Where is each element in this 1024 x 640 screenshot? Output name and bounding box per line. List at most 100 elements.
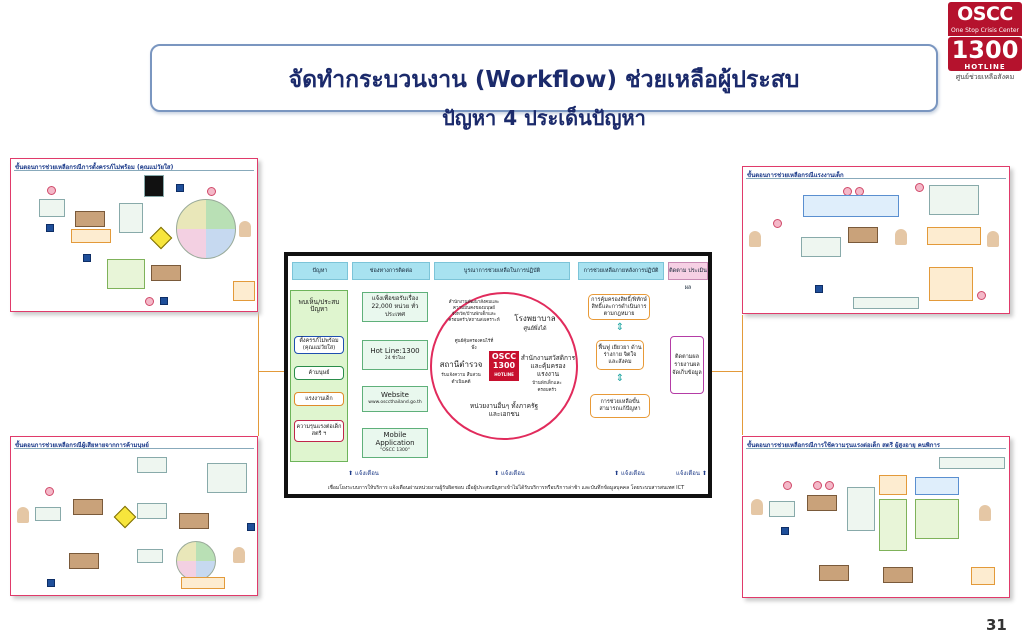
follow-up-box: ติดตามผล รายงานผล จัดเก็บข้อมูล — [670, 336, 704, 394]
connector-right — [712, 371, 742, 372]
thumb-box — [137, 457, 167, 473]
feedback-arrow: ⬆ แจ้งเตือน — [494, 470, 525, 477]
logo-oscc-text: OSCC — [957, 3, 1013, 25]
header-follow-up: ติดตาม ประเมินผล — [668, 262, 708, 291]
thumb-box — [144, 175, 164, 197]
circle-social-dev-office: สำนักงานพัฒนาสังคมและความมั่นคงของมนุษย์… — [448, 300, 500, 323]
integrated-workflow-diagram: ปัญหา ช่องทางการติดต่อ บูรณาการช่วยเหลือ… — [284, 252, 712, 498]
channel-report-offices: แจ้งเพื่อขอรับเรื่อง 22,000 หน่วย ทั่วปร… — [362, 292, 428, 322]
logo-hotline: HOTLINE — [964, 63, 1006, 71]
thumb-building-icon — [75, 211, 105, 227]
connector-right-vertical — [742, 315, 743, 435]
thumb-step-marker — [825, 481, 834, 490]
thumb-info-icon — [160, 297, 168, 305]
thumb-box — [39, 199, 65, 217]
channel-label: Mobile Application — [375, 431, 415, 447]
connector-left-vertical — [258, 312, 259, 436]
thumb-step-marker — [207, 187, 216, 196]
workflow-thumbnail-domestic-violence[interactable]: ขั้นตอนการช่วยเหลือกรณีการใช้ความรุนแรงต… — [742, 436, 1010, 598]
chevron-down-icon: ⇕ — [615, 373, 625, 384]
circle-hospital-center: ศูนย์พึ่งได้ — [523, 326, 547, 332]
thumb-info-icon — [83, 254, 91, 262]
workflow-thumbnail-child-labour[interactable]: ขั้นตอนการช่วยเหลือกรณีแรงงานเด็ก — [742, 166, 1010, 314]
thumb-building-icon — [69, 553, 99, 569]
thumb-box — [927, 227, 981, 245]
slide-title-line1: จัดทำกระบวนงาน (Workflow) ช่วยเหลือผู้ปร… — [288, 67, 800, 93]
thumb-cycle-chart — [176, 199, 236, 259]
follow-store-data: จัดเก็บข้อมูล — [672, 370, 702, 376]
thumb-info-icon — [47, 579, 55, 587]
thumb-person-icon — [233, 547, 245, 563]
thumb-box — [879, 475, 907, 495]
circle-shelter: ศูนย์คุ้มครองคนไร้ที่พึ่ง — [454, 339, 494, 351]
thumbnail-title: ขั้นตอนการช่วยเหลือกรณีแรงงานเด็ก — [747, 172, 844, 179]
workflow-thumbnail-human-trafficking[interactable]: ขั้นตอนการช่วยเหลือกรณีผู้เสียหายจากการค… — [10, 436, 258, 596]
thumb-decision-icon — [149, 226, 173, 250]
thumb-box — [71, 229, 111, 243]
problem-violence: ความรุนแรงต่อเด็กสตรี ฯ — [294, 420, 344, 442]
thumb-box — [853, 297, 919, 309]
thumb-step-marker — [915, 183, 924, 192]
thumbnail-title: ขั้นตอนการช่วยเหลือกรณีการใช้ความรุนแรงต… — [747, 442, 940, 449]
channel-website: Website www.osccthailand.go.th — [362, 386, 428, 412]
thumb-info-icon — [176, 184, 184, 192]
thumbnail-title: ขั้นตอนการช่วยเหลือกรณีผู้เสียหายจากการค… — [15, 442, 149, 449]
circle-family-shelter: บ้านพักเด็กและครอบครัว — [532, 381, 562, 393]
problem-child-labour: แรงงานเด็ก — [294, 392, 344, 406]
feedback-arrow: ⬆ แจ้งเตือน — [348, 470, 379, 477]
logo-number: 1300 — [951, 36, 1019, 64]
circle-police: สถานีตำรวจ — [439, 360, 483, 369]
thumb-box — [971, 567, 995, 585]
thumb-person-icon — [17, 507, 29, 523]
thumb-building-icon — [179, 513, 209, 529]
header-after-care: การช่วยเหลือภายหลังการปฏิบัติ — [578, 262, 664, 280]
thumb-person-icon — [749, 231, 761, 247]
logo-caption: ศูนย์ช่วยเหลือสังคม — [955, 73, 1015, 81]
thumb-step-marker — [145, 297, 154, 306]
thumb-box — [137, 503, 167, 519]
thumb-step-marker — [45, 487, 54, 496]
thumbnail-divider — [14, 448, 254, 449]
thumbnail-title: ขั้นตอนการช่วยเหลือกรณีการตั้งครรภ์ไม่พร… — [15, 164, 174, 171]
header-channel: ช่องทางการติดต่อ — [352, 262, 430, 280]
thumb-box — [801, 237, 841, 257]
circle-oscc-logo: OSCC 1300 HOTLINE — [489, 351, 519, 381]
channel-mobile-app: Mobile Application "OSCC 1300" — [362, 428, 428, 458]
workflow-thumbnail-teen-pregnancy[interactable]: ขั้นตอนการช่วยเหลือกรณีการตั้งครรภ์ไม่พร… — [10, 158, 258, 312]
thumb-box — [35, 507, 61, 521]
thumb-building-icon — [151, 265, 181, 281]
slide-title-line2: ปัญหา 4 ประเด็นปัญหา — [442, 106, 646, 130]
thumb-person-icon — [987, 231, 999, 247]
thumb-box — [803, 195, 899, 217]
thumb-box — [119, 203, 143, 233]
title-frame — [150, 44, 938, 112]
after-rehabilitation: ฟื้นฟู เยียวยา ด้านร่างกาย จิตใจ และสังค… — [596, 340, 644, 370]
thumb-info-icon — [781, 527, 789, 535]
thumb-person-icon — [979, 505, 991, 521]
thumb-box — [137, 549, 163, 563]
thumb-box — [929, 267, 973, 301]
thumb-building-icon — [883, 567, 913, 583]
after-solution: การช่วยเหลือขั้นสามารถแก้ปัญหา — [590, 394, 650, 418]
thumbnail-divider — [14, 170, 254, 171]
thumb-step-marker — [977, 291, 986, 300]
channel-detail: "OSCC 1300" — [380, 448, 410, 453]
feedback-label: แจ้งเตือน — [500, 470, 525, 477]
logo-subtitle: One Stop Crisis Center — [948, 26, 1022, 36]
channel-hotline: Hot Line:1300 24 ชั่วโมง — [362, 340, 428, 370]
thumb-box — [107, 259, 145, 289]
thumb-step-marker — [783, 481, 792, 490]
feedback-label: แจ้งเตือน — [354, 470, 379, 477]
thumb-person-icon — [239, 221, 251, 237]
header-problem: ปัญหา — [292, 262, 348, 280]
channel-label: แจ้งเพื่อขอรับเรื่อง — [371, 295, 419, 302]
feedback-label: แจ้งเตือน — [620, 470, 645, 477]
thumb-building-icon — [848, 227, 878, 243]
thumb-person-icon — [751, 499, 763, 515]
thumb-step-marker — [47, 186, 56, 195]
channel-detail: www.osccthailand.go.th — [368, 400, 422, 405]
circle-police-duties: รับแจ้งความ สืบสวน ดำเนินคดี — [441, 373, 481, 385]
thumb-cycle-chart — [176, 541, 216, 581]
channel-detail: 22,000 หน่วย ทั่วประเทศ — [371, 303, 419, 318]
feedback-arrow: แจ้งเตือน ⬆ — [676, 470, 707, 477]
